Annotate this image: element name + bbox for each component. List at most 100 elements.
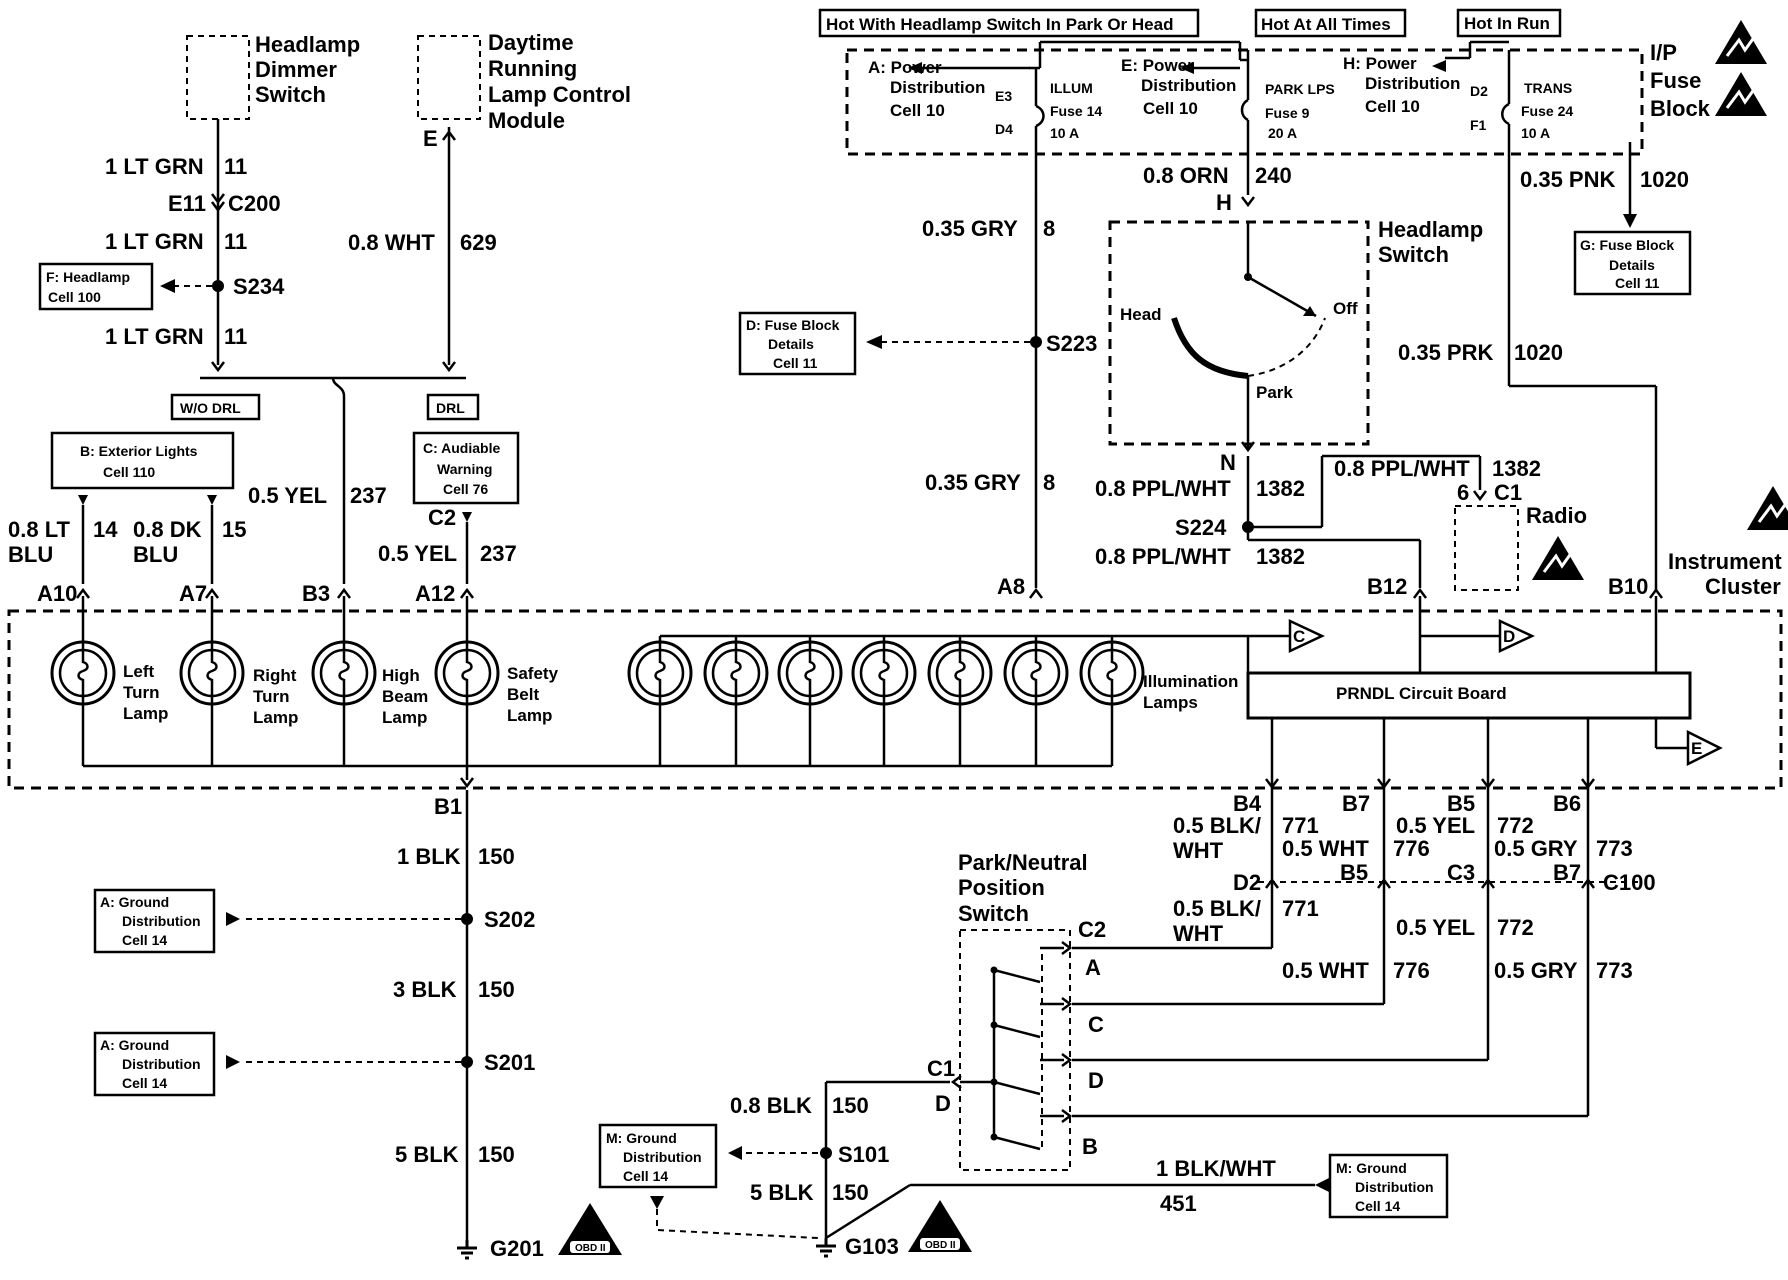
illumination-lamp bbox=[927, 640, 993, 706]
ref-a-ground-1[interactable] bbox=[93, 888, 216, 954]
wire-240-circuit: 240 bbox=[1255, 163, 1292, 188]
conn-c100: C100 bbox=[1603, 870, 1656, 895]
wire-15-circuit: 15 bbox=[222, 517, 246, 542]
fuse-14-pin-top: E3 bbox=[995, 88, 1012, 104]
ref-c-audiable[interactable] bbox=[412, 431, 520, 505]
dimmer-label: Headlamp Dimmer Switch bbox=[255, 32, 366, 107]
wire-771-gauge-2: 0.5 BLK/WHT bbox=[1173, 896, 1261, 946]
wire-451-circuit: 451 bbox=[1160, 1191, 1197, 1216]
ground-g103-icon bbox=[814, 1236, 838, 1258]
fuse-9 bbox=[1240, 98, 1249, 122]
ref-g-fuse-block[interactable] bbox=[1573, 230, 1692, 296]
svg-text:OBD II: OBD II bbox=[925, 1240, 956, 1251]
drl-module-box bbox=[417, 35, 481, 120]
wire-150-gauge-5: 5 BLK bbox=[395, 1142, 459, 1167]
ref-m-ground-2-text: M: Ground Distribution Cell 14 bbox=[1336, 1160, 1437, 1214]
ground-g201: G201 bbox=[490, 1236, 544, 1261]
splice-s101 bbox=[820, 1147, 832, 1159]
wire-776-gauge-2: 0.5 WHT bbox=[1282, 958, 1369, 983]
ref-m-ground-2[interactable] bbox=[1328, 1153, 1449, 1219]
pnp-switch-label: Park/Neutral Position Switch bbox=[958, 850, 1094, 926]
hot-label-run bbox=[1456, 8, 1562, 38]
ref-f-headlamp[interactable] bbox=[38, 262, 154, 311]
tag-wo-drl bbox=[170, 393, 261, 421]
wire-14-gauge: 0.8 LT BLU bbox=[8, 517, 76, 567]
svg-text:D: D bbox=[1503, 627, 1515, 646]
wire-773-gauge-1: 0.5 GRY bbox=[1494, 836, 1578, 861]
wire-150-circuit-08: 150 bbox=[832, 1093, 869, 1118]
wire-150-gauge-1: 1 BLK bbox=[397, 844, 461, 869]
offpage-c: C bbox=[1288, 619, 1325, 653]
esd-icon-4 bbox=[1745, 484, 1788, 532]
radio-conn: C1 bbox=[1494, 480, 1522, 505]
pnp-pin-c: C bbox=[1088, 1012, 1104, 1037]
ip-fuse-block-label: I/P Fuse Block bbox=[1650, 40, 1711, 121]
splice-s101-label: S101 bbox=[838, 1142, 889, 1167]
ref-a-ground-2[interactable] bbox=[93, 1031, 216, 1097]
pin-b7: B7 bbox=[1342, 791, 1370, 816]
pnp-conn-c2: C2 bbox=[1078, 917, 1106, 942]
pin-b10: B10 bbox=[1608, 574, 1648, 599]
pin-a8: A8 bbox=[997, 574, 1025, 599]
ref-d-fuse-block[interactable] bbox=[738, 311, 857, 376]
illumination-lamp bbox=[851, 640, 917, 706]
wire-773-circuit-1: 773 bbox=[1596, 836, 1633, 861]
tag-drl bbox=[426, 393, 480, 421]
wire-629-circuit: 629 bbox=[460, 230, 497, 255]
wire-150-gauge-3: 3 BLK bbox=[393, 977, 457, 1002]
wire-8-circuit-2: 8 bbox=[1043, 470, 1055, 495]
illumination-lamp bbox=[1079, 640, 1145, 706]
pnp-switch-box bbox=[959, 929, 1071, 1171]
wire-776-gauge-1: 0.5 WHT bbox=[1282, 836, 1369, 861]
wire-451-gauge: 1 BLK/WHT bbox=[1156, 1156, 1276, 1181]
splice-s223 bbox=[1030, 336, 1042, 348]
fuse-9-text: PARK LPS Fuse 9 20 A bbox=[1265, 81, 1339, 141]
conn-b7: B7 bbox=[1553, 860, 1581, 885]
wire-1382-gauge-1: 0.8 PPL/WHT bbox=[1095, 476, 1231, 501]
wire-776-circuit-2: 776 bbox=[1393, 958, 1430, 983]
pin-a7: A7 bbox=[179, 581, 207, 606]
pnp-switch-contacts bbox=[990, 946, 1064, 1151]
ref-a-ground-2-text: A: Ground Distribution Cell 14 bbox=[100, 1037, 204, 1091]
wire-772-gauge-1: 0.5 YEL bbox=[1396, 813, 1475, 838]
hot-label-all-times-text: Hot At All Times bbox=[1261, 15, 1391, 34]
wire-1382-gauge-3: 0.8 PPL/WHT bbox=[1095, 544, 1231, 569]
wire-150-circuit-5b: 150 bbox=[832, 1180, 869, 1205]
ref-b-exterior-text: B: Exterior Lights Cell 110 bbox=[80, 443, 201, 480]
ref-a-ground-1-text: A: Ground Distribution Cell 14 bbox=[100, 894, 204, 948]
fuse-24 bbox=[1501, 102, 1510, 126]
ip-fuse-block bbox=[845, 48, 1644, 156]
wire-771-circuit-2: 771 bbox=[1282, 896, 1319, 921]
switch-pos-off: Off bbox=[1333, 299, 1358, 318]
wire-773-circuit-2: 773 bbox=[1596, 958, 1633, 983]
pin-b5: B5 bbox=[1447, 791, 1475, 816]
splice-s234-label: S234 bbox=[233, 274, 285, 299]
radio-label: Radio bbox=[1526, 503, 1587, 528]
switch-blade[interactable] bbox=[1247, 275, 1317, 318]
radio-pin: 6 bbox=[1457, 480, 1469, 505]
wire-150-circuit-1: 150 bbox=[478, 844, 515, 869]
esd-icon-2 bbox=[1713, 70, 1769, 118]
hot-label-park-head bbox=[818, 8, 1200, 38]
wire-771-gauge-1: 0.5 BLK/WHT bbox=[1173, 813, 1261, 863]
wire-1382-circuit-1: 1382 bbox=[1256, 476, 1305, 501]
ref-f-headlamp-text: F: Headlamp Cell 100 bbox=[46, 269, 134, 305]
wire-11-gauge: 1 LT GRN bbox=[105, 154, 204, 179]
ref-b-exterior[interactable] bbox=[50, 431, 235, 490]
switch-pos-head: Head bbox=[1120, 305, 1162, 324]
conn-c3: C3 bbox=[1447, 860, 1475, 885]
wire-237-gauge-1: 0.5 YEL bbox=[248, 483, 327, 508]
ref-m-ground-1[interactable] bbox=[598, 1123, 718, 1189]
ground-g103: G103 bbox=[845, 1234, 899, 1259]
illumination-lamp bbox=[777, 640, 843, 706]
pnp-conn-d: D bbox=[935, 1091, 951, 1116]
conn-e11: E11 bbox=[168, 191, 206, 216]
wire-776-circuit-1: 776 bbox=[1393, 836, 1430, 861]
dimmer-switch-box bbox=[186, 35, 250, 120]
esd-icon-1 bbox=[1713, 18, 1769, 66]
pin-a12: A12 bbox=[415, 581, 455, 606]
instrument-cluster-label: Instrument Cluster bbox=[1668, 549, 1788, 599]
